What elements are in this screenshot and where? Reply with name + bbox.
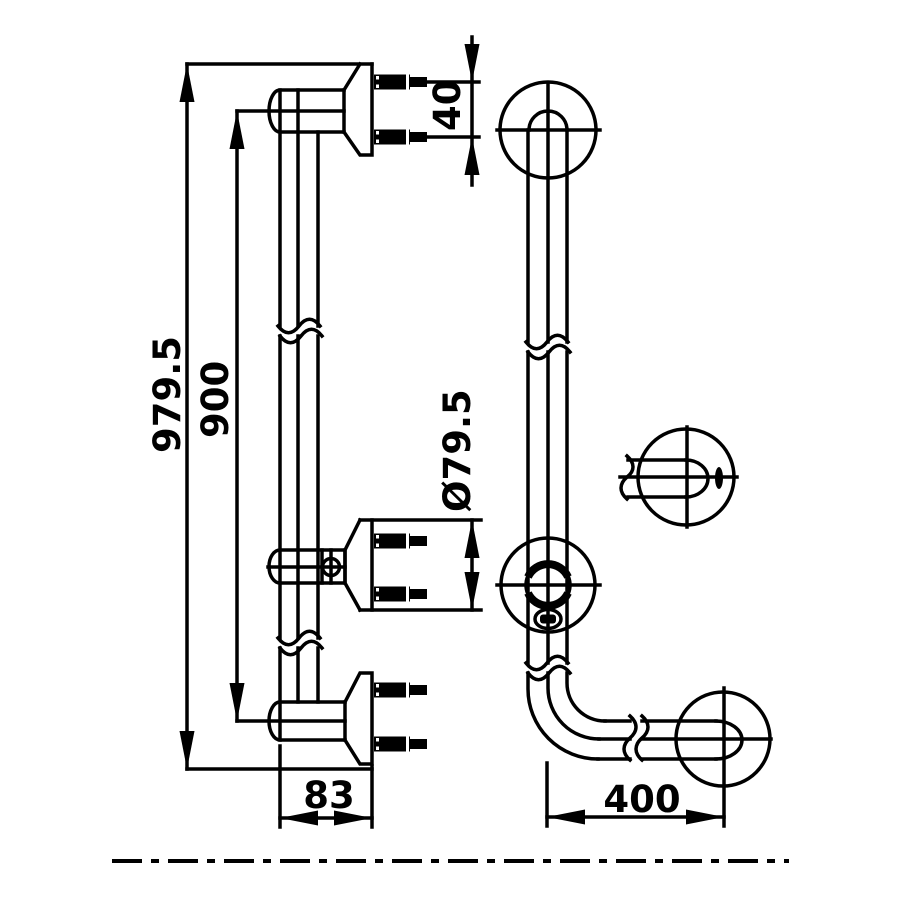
middle-support-side: [266, 517, 374, 613]
tube-break-lower: [523, 654, 573, 682]
tube-break-upper: [523, 333, 573, 361]
tube-break-lower: [275, 629, 325, 657]
arrowhead-down: [464, 44, 480, 82]
horizontal-arm-front: [596, 713, 773, 763]
arm-stub-break: [619, 453, 635, 502]
arm-stub-cap: [684, 458, 710, 499]
arrowhead-right: [686, 809, 724, 825]
dim-bolt-spacing-label: 40: [426, 80, 469, 132]
wall-flange-outline: [341, 61, 374, 157]
arrowhead-down: [464, 572, 480, 610]
dim-bolt-spacing: 40: [425, 35, 481, 187]
wall-flange-outline: [342, 671, 374, 766]
flange-detail-view: [618, 425, 739, 529]
pivot-joint: [320, 556, 342, 578]
wall-flange-outline: [342, 517, 374, 613]
dim-mounting-centers-label: 900: [194, 361, 237, 438]
clamp-ring-top-edge: [524, 560, 572, 579]
tube-break-upper: [275, 317, 325, 345]
set-screw-boss: [533, 607, 563, 631]
arm-end-cap: [714, 719, 744, 761]
arrowhead-left: [547, 809, 585, 825]
arrowhead-up: [179, 64, 195, 102]
bolt-icon: [374, 586, 427, 602]
tube-edge-left: [526, 128, 600, 761]
bolt-icon: [374, 682, 427, 698]
bolt-icon: [374, 74, 427, 90]
dim-arm-length-label: 400: [603, 778, 680, 821]
set-screw-mark: [715, 467, 723, 489]
arm-break: [622, 713, 650, 763]
bottom-support-side: [235, 671, 374, 766]
clamp-ring-bottom-edge: [524, 591, 572, 610]
bolt-icon: [374, 533, 427, 549]
arrowhead-up: [464, 520, 480, 558]
side-view: [235, 61, 427, 766]
dim-flange-diameter: Ø79.5: [358, 389, 483, 612]
dimensions: 979.5 900 40 Ø79.5: [146, 35, 726, 829]
tube-center-line: [546, 81, 601, 741]
arrowhead-down: [229, 683, 245, 721]
middle-flange-front: [495, 536, 602, 634]
set-screw-slot: [540, 614, 556, 624]
arrowhead-up: [464, 137, 480, 175]
end-flange-front: [674, 686, 772, 828]
bolt-icon: [374, 736, 427, 752]
bolt-icon: [374, 129, 427, 145]
arrowhead-down: [179, 731, 195, 769]
grab-bar-tube-side: [275, 88, 325, 742]
arm-stub-outline: [626, 458, 688, 499]
mounting-bolts: [374, 74, 427, 752]
dim-arm-length: 400: [545, 761, 726, 828]
top-support-side: [235, 61, 374, 157]
tube-edge-right: [565, 128, 607, 723]
dim-mounting-centers: 900: [194, 109, 245, 723]
grab-bar-tube-front: [523, 81, 607, 761]
dim-wall-clearance: 83: [278, 744, 374, 829]
dim-flange-diameter-label: Ø79.5: [436, 389, 479, 512]
dim-wall-clearance-label: 83: [303, 774, 355, 817]
front-view: [495, 80, 773, 828]
arrowhead-up: [229, 111, 245, 149]
dim-overall-height-label: 979.5: [146, 336, 189, 453]
dim-overall-height: 979.5: [146, 62, 374, 771]
